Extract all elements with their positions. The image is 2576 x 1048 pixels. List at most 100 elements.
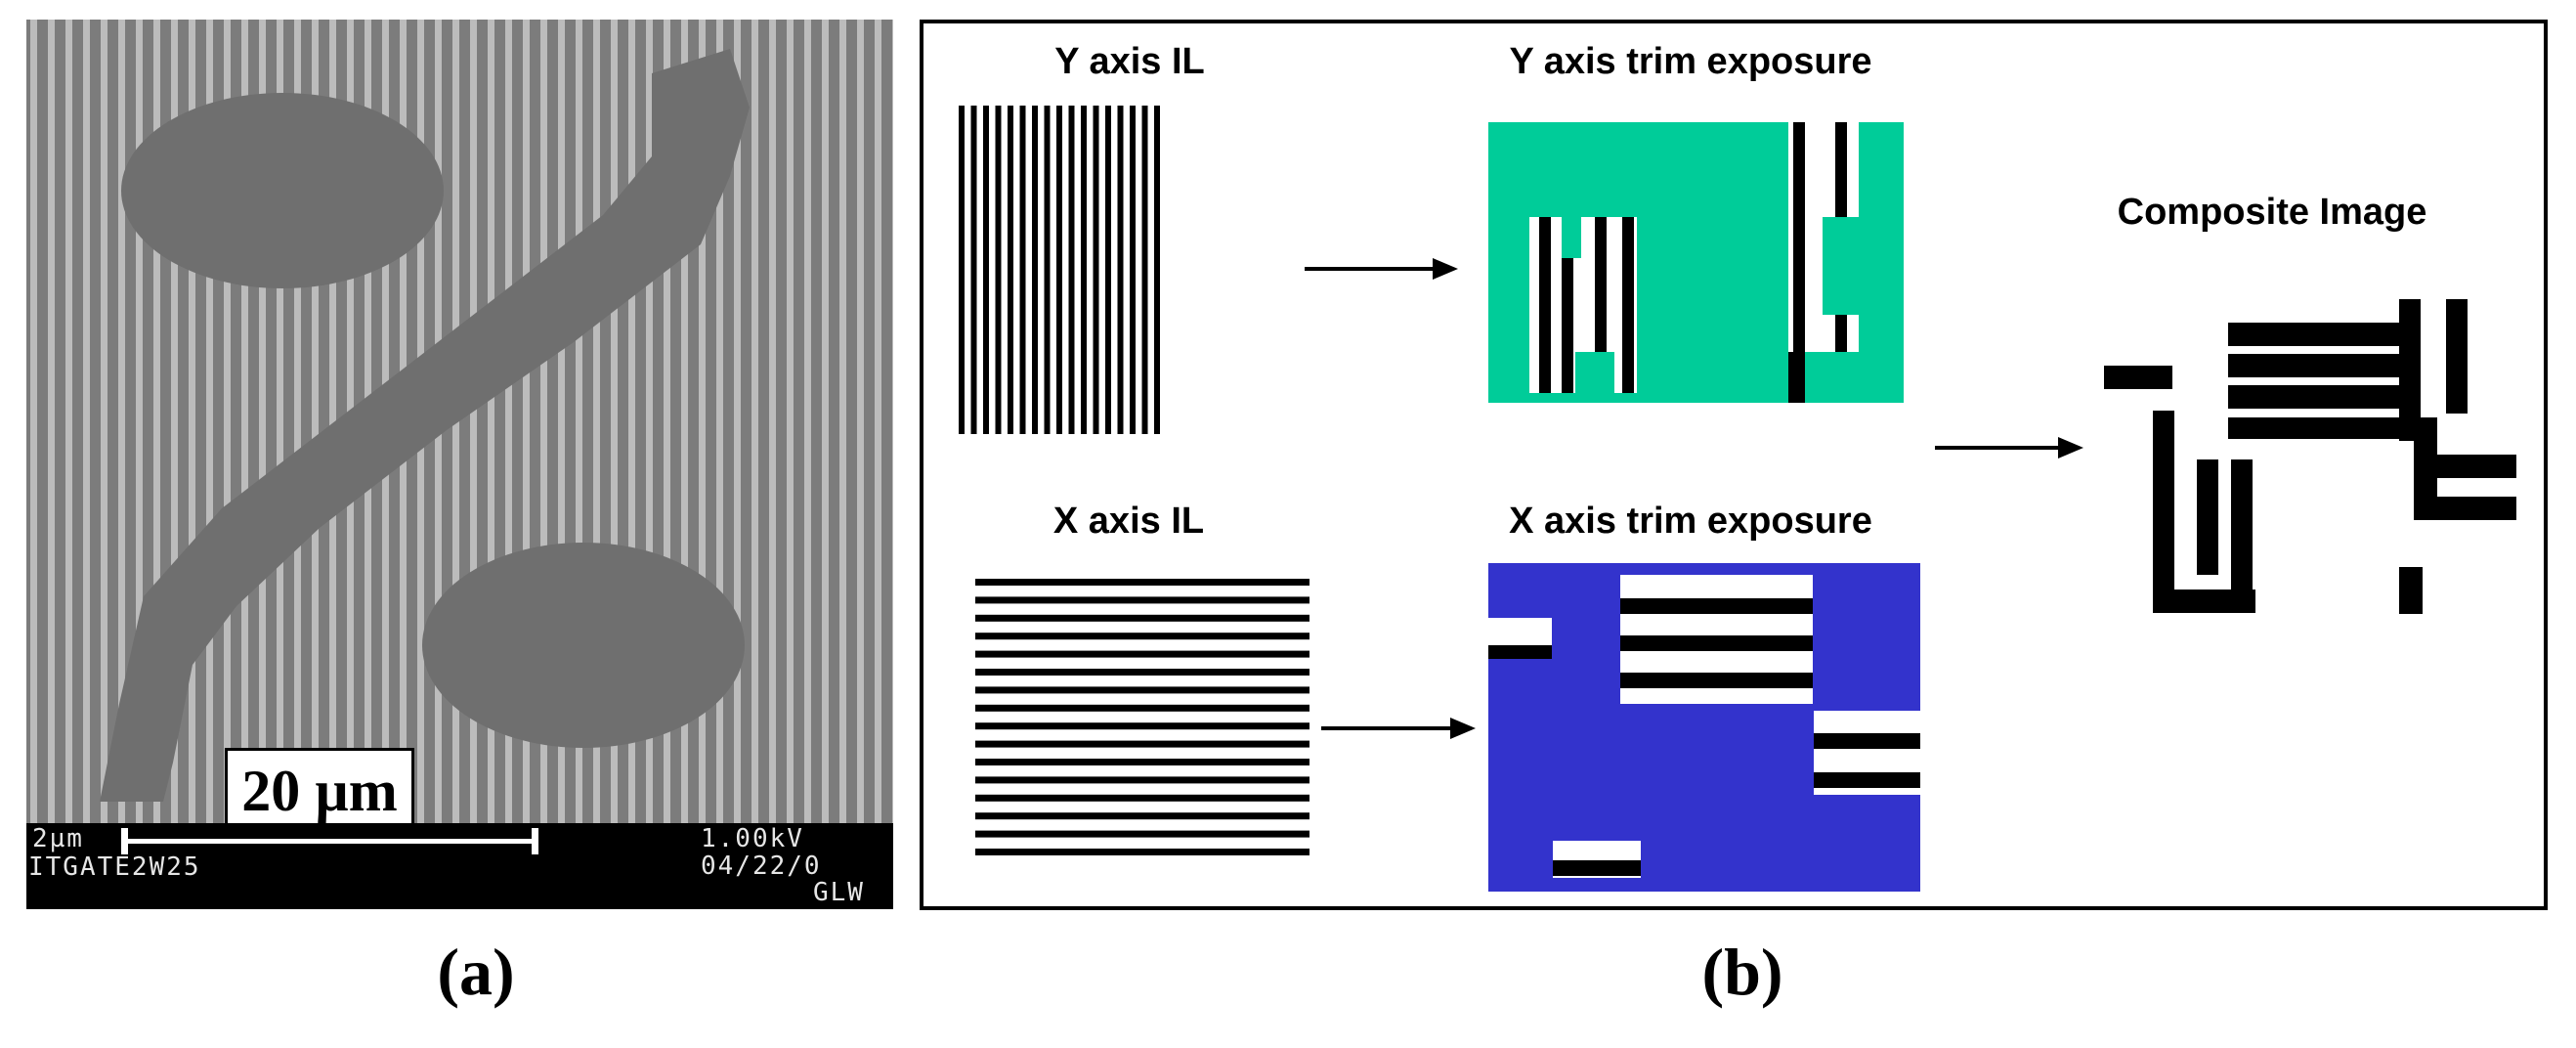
x-il-line bbox=[975, 849, 1309, 855]
y-il-line bbox=[1141, 106, 1148, 434]
grating-line bbox=[699, 20, 706, 909]
arrow-y-il-to-trim bbox=[1305, 258, 1458, 280]
composite-segment bbox=[2231, 459, 2253, 613]
y-trim-window-line bbox=[1539, 217, 1551, 393]
grating-line bbox=[171, 20, 178, 909]
trimmed-pad-bottom bbox=[422, 543, 745, 748]
y-il-line bbox=[970, 106, 977, 434]
grating-line bbox=[435, 20, 442, 909]
composite-segment bbox=[2228, 354, 2409, 377]
y-trim-window-line bbox=[1562, 217, 1573, 393]
y-trim-exposure-pattern bbox=[1488, 122, 1904, 403]
composite-segment bbox=[2197, 459, 2218, 575]
composite-image-label: Composite Image bbox=[2117, 192, 2427, 233]
grating-line bbox=[558, 20, 565, 909]
x-il-line bbox=[975, 669, 1309, 676]
scale-label: 20 µm bbox=[241, 758, 398, 823]
composite-segment bbox=[2153, 411, 2174, 613]
x-axis-il-label: X axis IL bbox=[1052, 501, 1205, 542]
composite-segment bbox=[2399, 567, 2423, 614]
grating-line bbox=[452, 20, 459, 909]
y-trim-windows bbox=[1529, 122, 1859, 403]
sem-grating-lines bbox=[30, 20, 893, 909]
grating-line bbox=[751, 20, 758, 909]
x-axis-trim-label: X axis trim exposure bbox=[1509, 501, 1872, 542]
sem-trimmed-regions bbox=[100, 49, 750, 802]
grating-line bbox=[400, 20, 407, 909]
composite-segment bbox=[2414, 497, 2516, 520]
grating-line bbox=[206, 20, 213, 909]
grating-line bbox=[259, 20, 266, 909]
y-il-line bbox=[1008, 106, 1013, 434]
composite-segment bbox=[2228, 417, 2424, 439]
y-il-line bbox=[1154, 106, 1160, 434]
x-trim-window-line bbox=[1488, 645, 1552, 659]
arrow-x-il-to-trim bbox=[1321, 718, 1476, 739]
composite-image-pattern bbox=[2104, 299, 2516, 614]
sem-voltage: 1.00kV bbox=[701, 824, 804, 853]
grating-line bbox=[505, 20, 512, 909]
y-trim-window-line bbox=[1788, 352, 1805, 403]
grating-line bbox=[136, 20, 143, 909]
grating-line bbox=[646, 20, 653, 909]
x-trim-window-line bbox=[1620, 673, 1813, 688]
x-il-line bbox=[975, 650, 1309, 658]
x-il-line bbox=[975, 686, 1309, 694]
scale-bar-right-tick bbox=[532, 828, 538, 854]
x-trim-exposure-pattern bbox=[1488, 563, 1920, 892]
x-trim-window-line bbox=[1620, 635, 1813, 651]
trimmed-pad-top bbox=[121, 93, 444, 288]
grating-line bbox=[241, 20, 248, 909]
x-il-line bbox=[975, 794, 1309, 802]
grating-line bbox=[804, 20, 811, 909]
y-il-line bbox=[1117, 106, 1124, 434]
composite-segment bbox=[2104, 366, 2172, 389]
y-trim-window-notch bbox=[1575, 352, 1614, 393]
grating-line bbox=[101, 20, 107, 909]
sem-magnification-text: 2µm bbox=[32, 824, 84, 853]
x-il-line bbox=[975, 812, 1309, 820]
composite-segment bbox=[2414, 455, 2516, 478]
arrow-to-composite bbox=[1935, 437, 2083, 458]
y-axis-il-pattern bbox=[959, 106, 1160, 434]
sem-operator: GLW bbox=[813, 878, 865, 907]
x-il-line bbox=[975, 722, 1309, 730]
x-trim-window-line bbox=[1814, 772, 1920, 788]
grating-line bbox=[189, 20, 195, 909]
composite-segment bbox=[2399, 299, 2421, 441]
y-il-line bbox=[1093, 106, 1099, 434]
grating-line bbox=[822, 20, 829, 909]
grating-line bbox=[681, 20, 688, 909]
x-il-line bbox=[975, 633, 1309, 640]
grating-line bbox=[523, 20, 530, 909]
grating-line bbox=[48, 20, 55, 909]
composite-segment bbox=[2228, 323, 2409, 346]
grating-line bbox=[734, 20, 741, 909]
grating-line bbox=[787, 20, 794, 909]
grating-line bbox=[83, 20, 90, 909]
x-il-line bbox=[975, 579, 1309, 586]
y-il-line bbox=[995, 106, 1002, 434]
trimmed-diagonal-line bbox=[100, 49, 750, 802]
grating-line bbox=[769, 20, 776, 909]
caption-b: (b) bbox=[1701, 935, 1783, 1009]
y-axis-il-label: Y axis IL bbox=[1054, 41, 1205, 82]
y-il-line bbox=[1032, 106, 1038, 434]
scale-label-box: 20 µm bbox=[225, 748, 414, 834]
x-trim-window-line bbox=[1553, 860, 1641, 876]
y-il-line bbox=[1105, 106, 1111, 434]
y-il-line bbox=[1130, 106, 1136, 434]
y-trim-window-notch bbox=[1562, 217, 1581, 258]
grating-line bbox=[875, 20, 881, 909]
y-il-line bbox=[1068, 106, 1075, 434]
grating-line bbox=[593, 20, 600, 909]
y-trim-window-line bbox=[1595, 217, 1607, 393]
x-il-line bbox=[975, 759, 1309, 765]
grating-line bbox=[664, 20, 670, 909]
y-il-line bbox=[1081, 106, 1087, 434]
x-il-line bbox=[975, 776, 1309, 784]
composite-segment bbox=[2446, 299, 2468, 414]
grating-line bbox=[892, 20, 893, 909]
y-il-line bbox=[1019, 106, 1026, 434]
